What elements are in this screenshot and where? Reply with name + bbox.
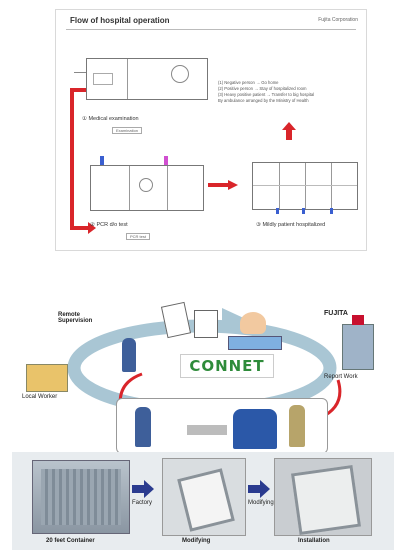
note-2: (2) Positive person → Stay of hospitaliz…: [218, 86, 307, 91]
modifying-step-label: Modifying: [248, 500, 274, 506]
note-4: By ambulance arranged by the Ministry of…: [218, 98, 309, 103]
report-work-label: Report Work: [324, 374, 358, 380]
local-worker-label: Local Worker: [22, 394, 58, 400]
report-icon: [194, 310, 218, 338]
step-2-label: ② PCR d/o test: [90, 222, 128, 228]
remote-supervision-label: Remote Supervision: [58, 312, 93, 324]
floor-plan-hospitalized: [252, 162, 358, 210]
factory-label: Factory: [132, 500, 153, 506]
floor-plan-pcr: [90, 165, 204, 211]
pink-marker: [164, 156, 168, 165]
worker-figure-icon: [122, 338, 136, 372]
flow-notes: (1) Negative person → Go home (2) Positi…: [218, 80, 314, 104]
construction-material-icon: [187, 425, 227, 435]
modifying-label: Modifying: [182, 538, 211, 544]
slide-title: Flow of hospital operation: [70, 16, 170, 25]
step-3-label: ③ Mildly patient hospitalized: [256, 222, 326, 228]
installation-label: Installation: [298, 538, 330, 544]
company-name: Fujita Corporation: [318, 17, 358, 23]
flow-arrow-icon: [70, 88, 96, 234]
blue-marker: [330, 208, 333, 214]
container-label: 20 feet Container: [46, 538, 95, 544]
floor-plan-examination: [86, 58, 208, 100]
connet-logo: CONNET: [180, 354, 274, 378]
photo-strip: Factory Modifying 20 feet Container Modi…: [12, 452, 394, 550]
local-office-icon: [26, 364, 68, 392]
title-divider: [66, 29, 356, 30]
container-photo: [32, 460, 130, 534]
blue-marker: [276, 208, 279, 214]
step-1-label: ① Medical examination: [82, 116, 139, 122]
worker-figure-icon: [135, 407, 151, 447]
work-scene: [116, 398, 328, 454]
blue-marker: [302, 208, 305, 214]
note-1: (1) Negative person → Go home: [218, 80, 279, 85]
supervisor-figure-icon: [240, 312, 266, 334]
blue-marker: [100, 156, 104, 165]
step-2-sub: PCR test: [126, 233, 151, 240]
hospital-flow-slide: Flow of hospital operation Fujita Corpor…: [55, 9, 367, 251]
right-arrow-icon: [208, 180, 238, 190]
step-1-sub: Examination: [112, 127, 143, 134]
client-label: FUJITA: [324, 310, 348, 317]
navy-arrow-icon: [132, 480, 154, 498]
modifying-photo: [162, 458, 246, 536]
remote-supervision-slide: Remote Supervision FUJITA Report Work Lo…: [12, 298, 394, 550]
dimension-line: [74, 72, 86, 73]
up-arrow-icon: [282, 122, 296, 140]
office-building-icon: [342, 315, 374, 370]
navy-arrow-icon: [248, 480, 270, 498]
workers-group-icon: [233, 409, 277, 449]
inspector-figure-icon: [289, 405, 305, 447]
installation-photo: [274, 458, 372, 536]
laptop-icon: [228, 336, 282, 350]
note-3: (3) Heavy positive patient → Transfer to…: [218, 92, 315, 97]
